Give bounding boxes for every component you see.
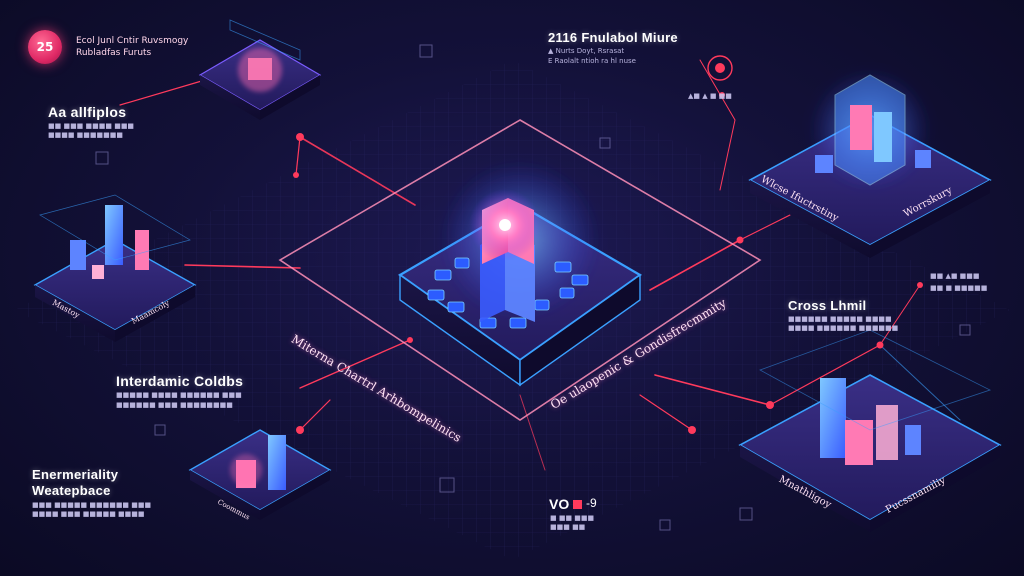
central-tower xyxy=(469,189,541,322)
bottom-center-caption1: ■ ■■ ■■■ xyxy=(550,514,595,522)
platform-top-left xyxy=(198,19,322,120)
left-bottom-caption2: ■■■■ ■■■ ■■■■■ ■■■■ xyxy=(32,510,145,518)
left-bottom-caption1: ■■■ ■■■■■ ■■■■■■ ■■■ xyxy=(32,501,152,509)
top-center-title: 2116 Fnulabol Miure xyxy=(548,30,678,45)
right-mid-caption1: ■■■■■■ ■■■■■ ■■■■ xyxy=(788,315,892,323)
bottom-center-caption2: ■■■ ■■ xyxy=(550,523,586,531)
platform-left xyxy=(33,194,197,342)
right-mid-small: ■■ ■ ■■■■■ xyxy=(930,284,988,292)
emblem-top xyxy=(707,55,733,81)
logo-line1: Ecol Junl Cntir Ruvsmogy xyxy=(76,36,189,46)
top-center-line1: ▲ Nurts Doyt, Rsrasat xyxy=(548,47,625,55)
bottom-center-code: VO xyxy=(549,496,570,512)
left-mid-title: Interdamic Coldbs xyxy=(116,373,244,389)
logo-badge-text: 25 xyxy=(36,40,54,54)
bottom-center-marker xyxy=(573,500,582,509)
central-chips xyxy=(427,257,589,329)
logo-line2: Rubladfas Furuts xyxy=(76,48,152,58)
left-top-caption2: ■■■■ ■■■■■■■ xyxy=(48,131,123,139)
left-bottom-title2: Weatepbace xyxy=(32,483,111,498)
bottom-center-code2: -9 xyxy=(586,496,597,510)
left-bottom-title1: Enermeriality xyxy=(32,467,119,482)
right-mid-caption2: ■■■■ ■■■■■■ ■■■■■■ xyxy=(788,324,899,332)
top-center-line2: E Raolalt ntioh ra hl nuse xyxy=(548,57,636,65)
platform-bottom-left xyxy=(188,429,332,520)
left-top-caption1: ■■ ■■■ ■■■■ ■■■ xyxy=(48,122,135,130)
right-small-b: ■■ ▲■ ■■■ xyxy=(930,272,980,280)
platform-bottom-right xyxy=(738,329,1002,532)
platform-top-right xyxy=(748,70,992,258)
top-right-small-a: ▲■ ▲ ■ ■■ xyxy=(688,92,732,100)
logo-badge: 25 xyxy=(28,30,62,64)
left-mid-caption2: ■■■■■■ ■■■ ■■■■■■■■ xyxy=(116,401,233,409)
connection-nodes xyxy=(293,92,923,434)
floating-cubes xyxy=(95,44,971,531)
left-mid-caption1: ■■■■■ ■■■■ ■■■■■■ ■■■ xyxy=(116,391,242,399)
left-top-title: Aa allfiplos xyxy=(48,104,127,120)
connection-lines xyxy=(119,59,961,471)
right-mid-title: Cross Lhmil xyxy=(788,298,867,313)
